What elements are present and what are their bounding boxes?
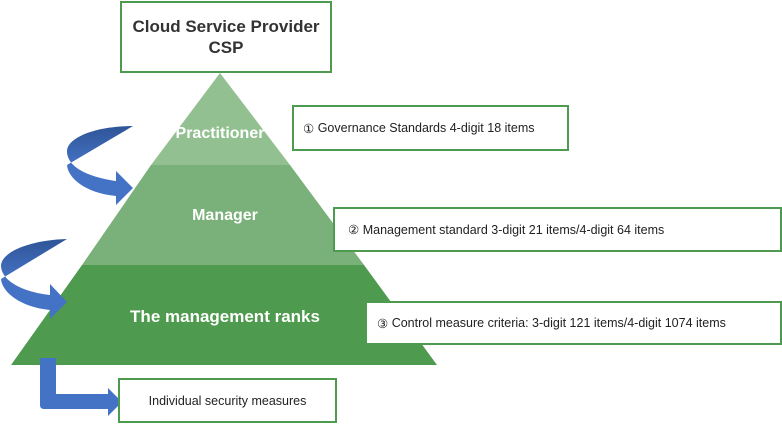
l-shaped-arrow-icon [40,358,122,416]
level-label-management-ranks: The management ranks [130,307,320,326]
pyramid-level-middle [82,165,364,265]
curved-arrow-icon [66,126,133,205]
output-label: Individual security measures [148,393,307,408]
csp-title: Cloud Service Provider [132,17,320,36]
annotation-text: Governance Standards 4-digit 18 items [317,121,535,135]
annotation-text: Management standard 3-digit 21 items/4-d… [362,222,665,237]
pyramid-level-top [151,73,290,165]
csp-abbrev: CSP [208,38,244,57]
pyramid-level-bottom [11,265,437,365]
annotation-marker: ① [303,121,315,136]
annotation-marker: ② [348,223,360,237]
annotation-governance: ① Governance Standards 4-digit 18 items [292,105,569,151]
csp-title-box: Cloud Service Provider CSP [120,1,332,73]
annotation-management: ② Management standard 3-digit 21 items/4… [333,207,782,252]
level-label-manager: Manager [192,207,258,224]
annotation-control: ③ Control measure criteria: 3-digit 121 … [365,301,782,345]
individual-security-measures-box: Individual security measures [118,378,337,423]
curved-arrow-icon [1,239,67,319]
level-label-practitioner: Practitioner [175,125,265,142]
annotation-text: Control measure criteria: 3-digit 121 it… [391,316,726,330]
annotation-marker: ③ [377,316,389,331]
